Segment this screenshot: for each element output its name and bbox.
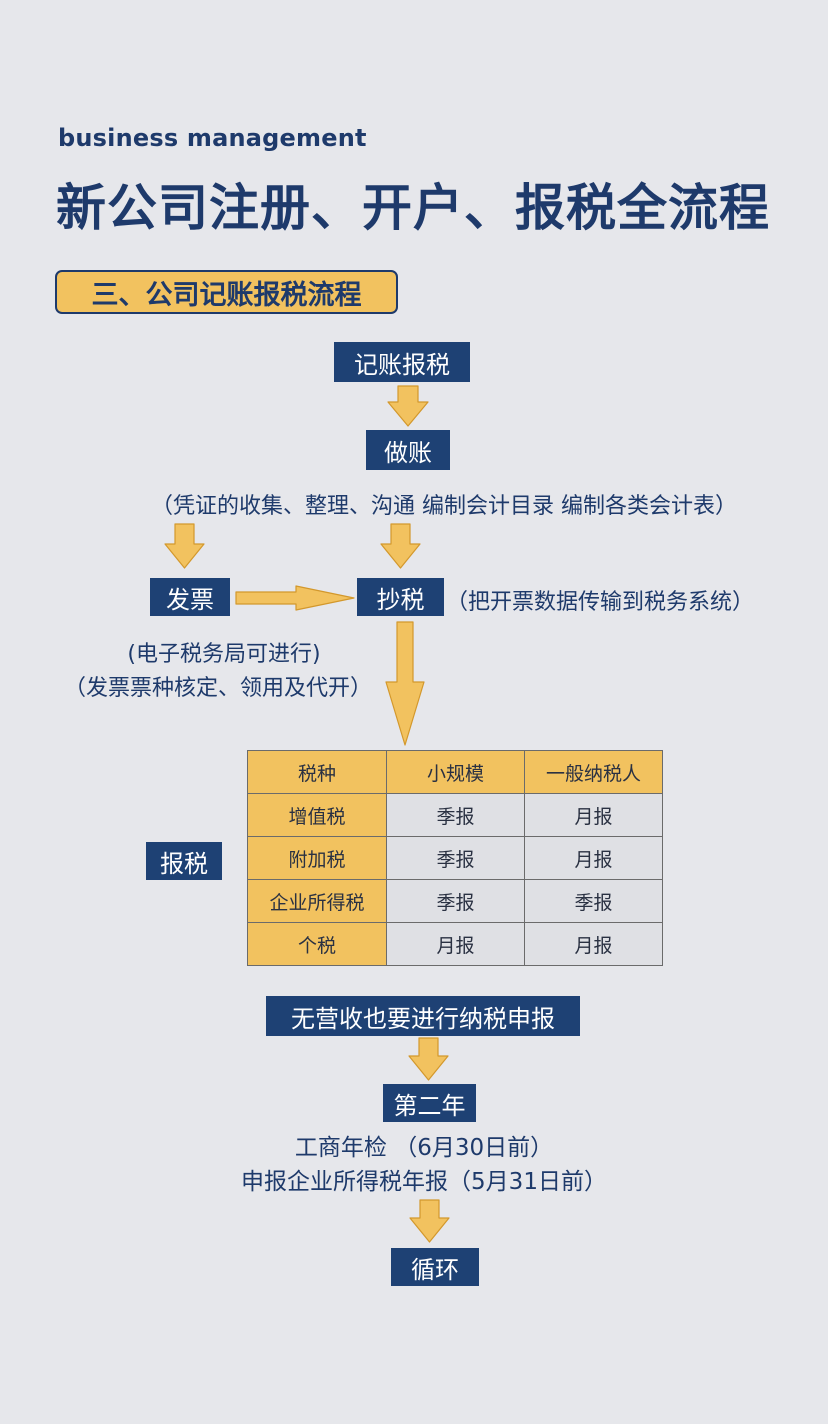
table-cell: 季报 — [524, 879, 663, 923]
table-cell: 季报 — [386, 879, 525, 923]
page-title: 新公司注册、开户、报税全流程 — [56, 179, 770, 237]
table-cell: 月报 — [524, 793, 663, 837]
step-bookkeeping-box: 记账报税 — [334, 342, 470, 382]
second-year-note-2: 申报企业所得税年报（5月31日前） — [241, 1169, 607, 1195]
table-header-cell: 一般纳税人 — [524, 750, 663, 794]
table-row: 个税 月报 月报 — [247, 922, 663, 966]
table-header-row: 税种 小规模 一般纳税人 — [247, 750, 663, 794]
arrow-down-icon — [385, 621, 425, 746]
tax-type-cell: 个税 — [247, 922, 387, 966]
step-copy-tax-box: 抄税 — [357, 578, 444, 616]
table-cell: 季报 — [386, 793, 525, 837]
table-row: 附加税 季报 月报 — [247, 836, 663, 880]
step-filing-box: 报税 — [146, 842, 222, 880]
arrow-down-icon — [409, 1199, 450, 1243]
table-header-cell: 小规模 — [386, 750, 525, 794]
table-cell: 月报 — [386, 922, 525, 966]
tax-schedule-table: 税种 小规模 一般纳税人 增值税 季报 月报 附加税 季报 月报 企业所得税 季… — [247, 750, 663, 966]
step-accounts-box: 做账 — [366, 430, 450, 470]
copy-tax-note: （把开票数据传输到税务系统） — [446, 590, 755, 615]
invoice-note-1: (电子税务局可进行) — [127, 642, 321, 667]
table-cell: 季报 — [386, 836, 525, 880]
step-cycle-box: 循环 — [391, 1248, 479, 1286]
page-subtitle: business management — [58, 124, 367, 152]
table-row: 企业所得税 季报 季报 — [247, 879, 663, 923]
tax-type-cell: 企业所得税 — [247, 879, 387, 923]
arrow-down-icon — [380, 523, 421, 569]
arrow-down-icon — [164, 523, 205, 569]
table-cell: 月报 — [524, 922, 663, 966]
accounts-note: （凭证的收集、整理、沟通 编制会计目录 编制各类会计表） — [151, 494, 737, 519]
step-no-revenue-box: 无营收也要进行纳税申报 — [266, 996, 580, 1036]
table-row: 增值税 季报 月报 — [247, 793, 663, 837]
step-invoice-box: 发票 — [150, 578, 230, 616]
arrow-right-icon — [235, 585, 355, 611]
step-second-year-box: 第二年 — [383, 1084, 476, 1122]
section-heading: 三、公司记账报税流程 — [55, 270, 398, 314]
table-header-cell: 税种 — [247, 750, 387, 794]
tax-type-cell: 附加税 — [247, 836, 387, 880]
table-cell: 月报 — [524, 836, 663, 880]
second-year-note-1: 工商年检 （6月30日前） — [294, 1135, 554, 1161]
invoice-note-2: （发票票种核定、领用及代开） — [63, 676, 372, 701]
arrow-down-icon — [408, 1037, 449, 1081]
tax-type-cell: 增值税 — [247, 793, 387, 837]
arrow-down-icon — [387, 385, 429, 427]
